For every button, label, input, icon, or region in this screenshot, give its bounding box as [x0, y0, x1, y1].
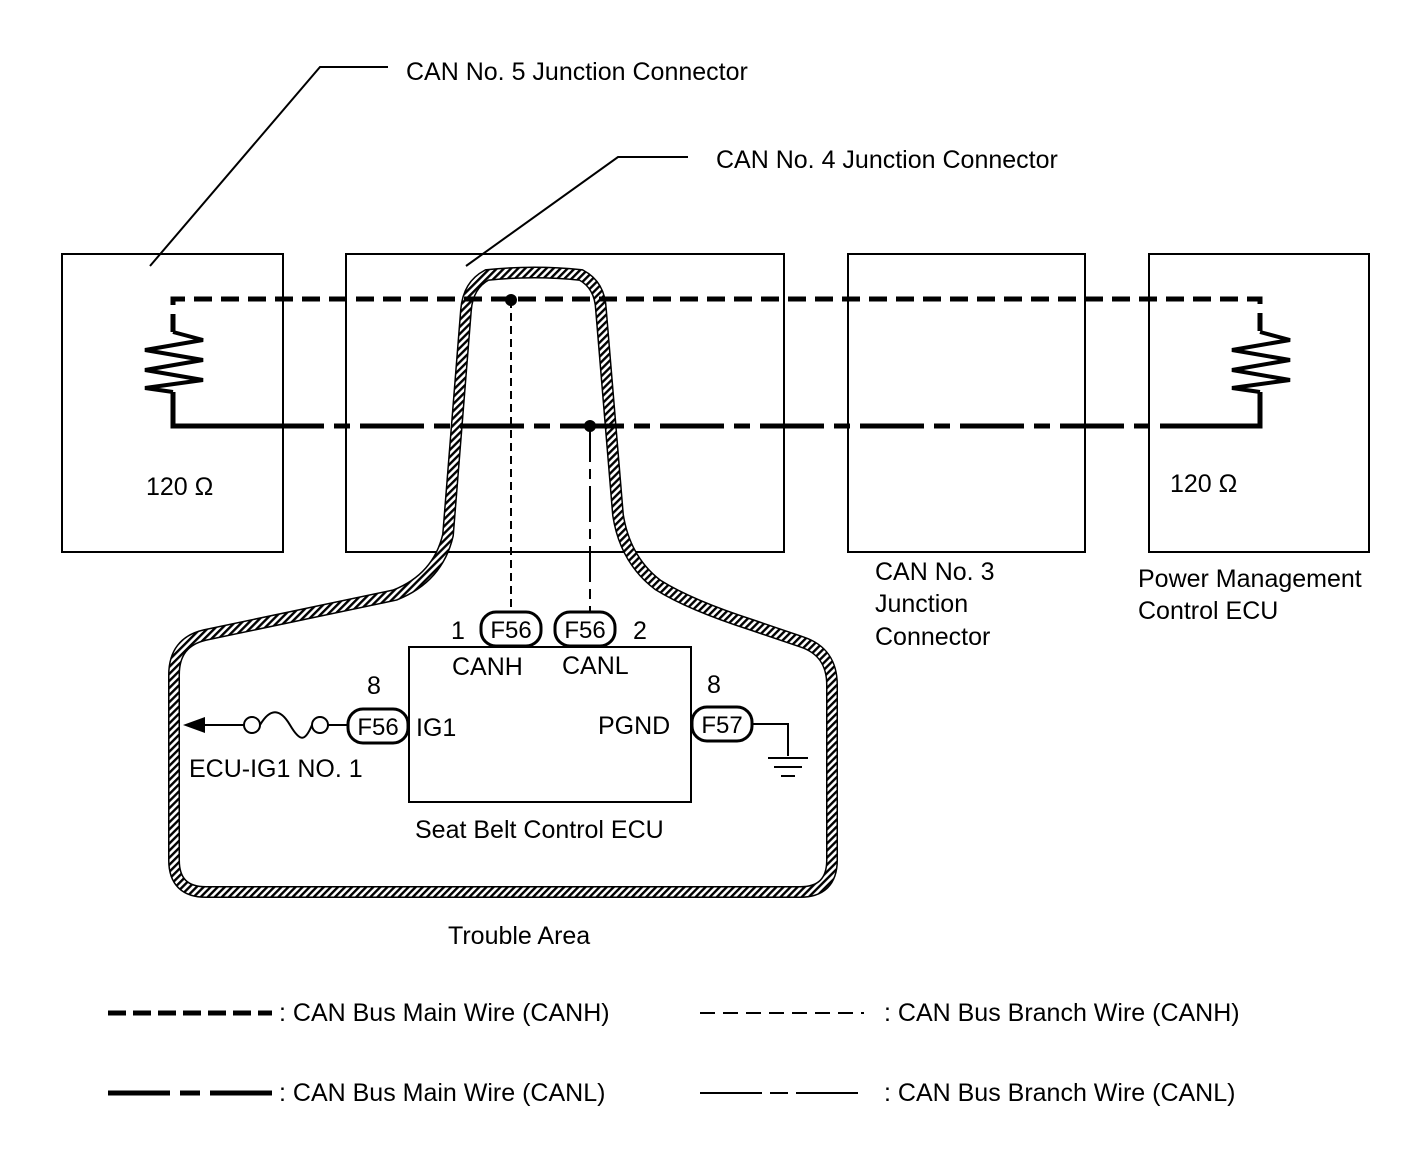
can5-label: CAN No. 5 Junction Connector [406, 58, 748, 86]
right-resistance-label: 120 Ω [1170, 470, 1237, 498]
trouble-area-label: Trouble Area [448, 922, 590, 950]
pgnd-connector-code: F57 [701, 712, 742, 739]
pgnd-pin-number: 8 [707, 671, 721, 699]
canl-main-wire-right-bend [1170, 392, 1263, 429]
canl-splice-point [584, 420, 596, 432]
fuse-terminal-left [243, 716, 261, 734]
supply-arrow-icon [183, 717, 205, 733]
legend-branch-canl-label: : CAN Bus Branch Wire (CANL) [884, 1079, 1235, 1107]
power-management-label-line2: Control ECU [1138, 597, 1278, 625]
seat-belt-ecu-label: Seat Belt Control ECU [415, 816, 664, 844]
canh-main-wire [170, 296, 1263, 332]
canh-connector-code: F56 [490, 617, 531, 644]
left-resistance-label: 120 Ω [146, 473, 213, 501]
left-terminating-resistor [144, 330, 204, 394]
canl-connector [553, 610, 617, 648]
can3-label-line2: Junction [875, 590, 968, 618]
legend-main-canl-label: : CAN Bus Main Wire (CANL) [279, 1079, 605, 1107]
can5-leader-line [149, 66, 388, 267]
ig1-terminal-label: IG1 [416, 714, 456, 742]
can3-junction-box [847, 253, 1086, 553]
canl-connector-code: F56 [564, 617, 605, 644]
ig1-connector-code: F56 [357, 714, 398, 741]
legend-main-canh-label: : CAN Bus Main Wire (CANH) [279, 999, 610, 1027]
can3-label-line1: CAN No. 3 [875, 558, 994, 586]
can5-junction-box [61, 253, 284, 553]
canl-main-wire-left-bend [170, 392, 260, 429]
canl-terminal-label: CANL [562, 652, 629, 680]
canh-pin-number: 1 [451, 617, 465, 645]
ground-wire [752, 723, 789, 756]
power-management-label-line1: Power Management [1138, 565, 1362, 593]
canl-pin-number: 2 [633, 617, 647, 645]
legend-branch-canh-label: : CAN Bus Branch Wire (CANH) [884, 999, 1240, 1027]
canh-splice-point [505, 294, 517, 306]
power-management-ecu-box [1148, 253, 1370, 553]
can4-leader-line [465, 156, 688, 267]
fuse-symbol [259, 711, 313, 739]
can4-junction-box [345, 253, 785, 553]
canh-connector [479, 610, 543, 648]
can3-label-line3: Connector [875, 623, 990, 651]
canh-terminal-label: CANH [452, 653, 523, 681]
ecu-ig1-fuse-label: ECU-IG1 NO. 1 [189, 755, 363, 783]
ig1-pin-number: 8 [367, 672, 381, 700]
can4-label: CAN No. 4 Junction Connector [716, 146, 1058, 174]
trouble-area-outline [168, 266, 838, 898]
pgnd-terminal-label: PGND [598, 712, 670, 740]
right-terminating-resistor [1231, 330, 1291, 394]
fuse-terminal-right [311, 716, 329, 734]
